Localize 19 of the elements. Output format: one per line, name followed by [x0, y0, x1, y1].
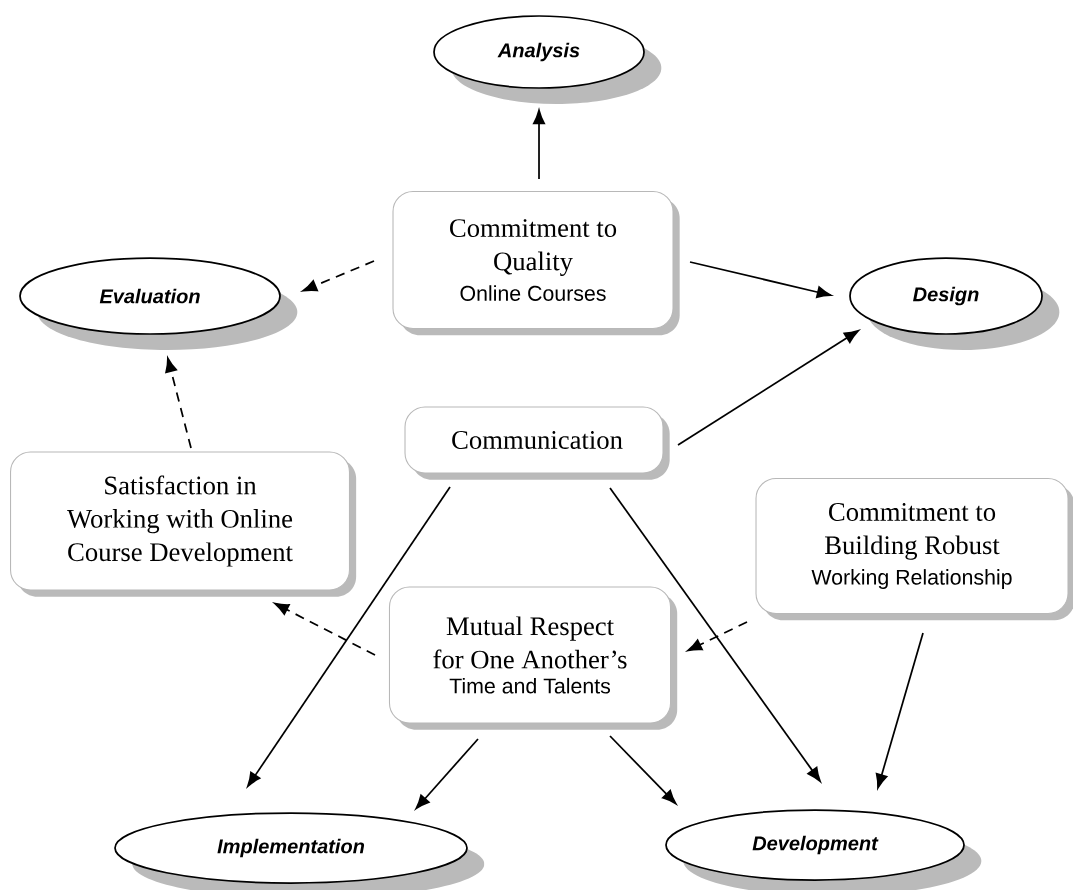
node-label: Working Relationship	[811, 569, 1012, 589]
arrow	[609, 735, 677, 805]
node-label: Commitment to Building Robust	[824, 503, 1000, 560]
dashed-arrow	[302, 260, 375, 292]
arrow	[415, 738, 479, 810]
rounded-box: Commitment to Quality Online Courses	[392, 190, 680, 336]
dashed-arrow	[165, 357, 192, 449]
rounded-box: Mutual Respect for One Another’s Time and Talents	[388, 586, 678, 730]
rounded-box: Satisfaction in Working with Online Course Development	[10, 451, 357, 597]
rounded-box: Communication	[404, 406, 670, 480]
arrow	[689, 261, 832, 299]
arrow	[533, 109, 545, 180]
arrow	[247, 486, 451, 787]
arrow	[677, 330, 859, 446]
dashed-arrow	[687, 621, 748, 652]
arrow	[875, 632, 924, 789]
rounded-box: Commitment to Building Robust Working Relationship	[755, 478, 1073, 621]
dashed-arrow	[274, 602, 376, 656]
arrow	[609, 487, 821, 783]
